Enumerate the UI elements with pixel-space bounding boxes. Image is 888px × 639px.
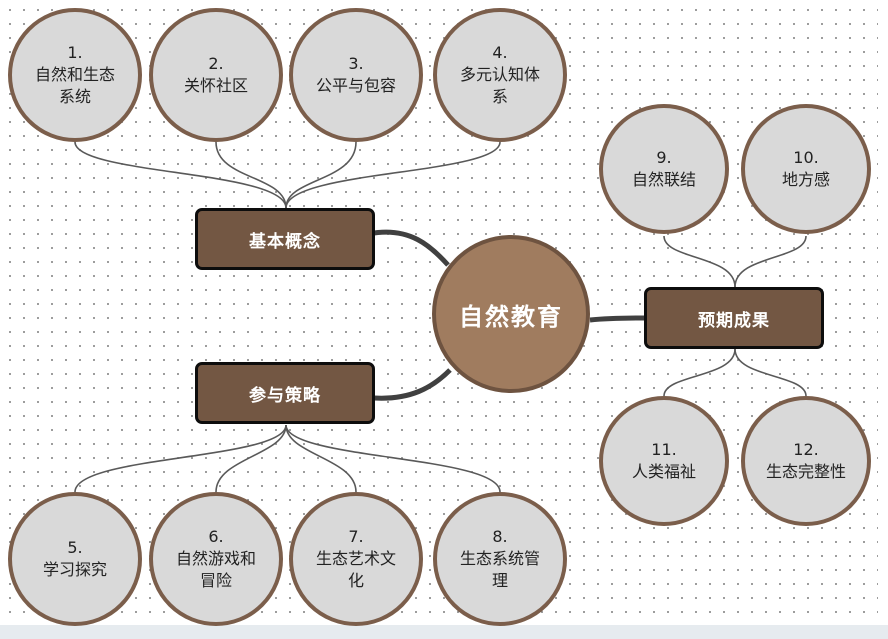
connector-outcomes-9 [663, 235, 736, 288]
topic-number: 11. [651, 440, 677, 459]
topic-circle-5[interactable]: 5. 学习探究 [8, 492, 142, 626]
topic-circle-10[interactable]: 10. 地方感 [741, 104, 871, 234]
connector-strategies-7 [285, 424, 357, 493]
topic-circle-2[interactable]: 2. 关怀社区 [149, 8, 283, 142]
topic-circle-12[interactable]: 12. 生态完整性 [741, 396, 871, 526]
topic-number: 8. [492, 527, 508, 546]
connector-strategies-5 [74, 424, 287, 493]
topic-number: 3. [348, 54, 364, 73]
connector-concepts-4 [285, 141, 501, 209]
topic-number: 4. [492, 43, 508, 62]
topic-label: 关怀社区 [183, 76, 248, 95]
connector-outcomes-10 [734, 235, 807, 288]
topic-circle-4[interactable]: 4. 多元认知体系 [433, 8, 567, 142]
topic-circle-3[interactable]: 3. 公平与包容 [289, 8, 423, 142]
central-topic[interactable]: 自然教育 [432, 235, 590, 393]
topic-label: 自然游戏和冒险 [176, 549, 257, 590]
topic-number: 6. [208, 527, 224, 546]
branch-title: 基本概念 [249, 231, 321, 252]
topic-label: 自然和生态系统 [35, 65, 116, 106]
topic-circle-7[interactable]: 7. 生态艺术文化 [289, 492, 423, 626]
topic-label: 生态系统管理 [460, 549, 541, 590]
connector-center-outcomes [589, 315, 646, 323]
connector-strategies-8 [285, 424, 501, 493]
topic-number: 12. [793, 440, 819, 459]
topic-label: 地方感 [781, 170, 830, 189]
connector-concepts-2 [215, 141, 287, 209]
topic-number: 10. [793, 148, 819, 167]
topic-circle-1[interactable]: 1. 自然和生态系统 [8, 8, 142, 142]
branch-box-outcomes[interactable]: 预期成果 [644, 287, 824, 349]
topic-label: 公平与包容 [316, 76, 397, 95]
connector-center-concepts [373, 229, 450, 267]
topic-number: 1. [67, 43, 83, 62]
topic-number: 5. [67, 538, 83, 557]
scroll-strip [0, 625, 888, 639]
topic-label: 多元认知体系 [460, 65, 541, 106]
topic-circle-8[interactable]: 8. 生态系统管理 [433, 492, 567, 626]
topic-label: 自然联结 [631, 170, 696, 189]
topic-number: 9. [656, 148, 672, 167]
connector-strategies-6 [215, 424, 287, 493]
branch-box-strategies[interactable]: 参与策略 [195, 362, 375, 424]
topic-number: 2. [208, 54, 224, 73]
connector-concepts-3 [285, 141, 357, 209]
topic-label: 人类福祉 [631, 462, 696, 481]
branch-title: 参与策略 [249, 385, 321, 406]
topic-circle-6[interactable]: 6. 自然游戏和冒险 [149, 492, 283, 626]
branch-title: 预期成果 [698, 310, 770, 331]
topic-number: 7. [348, 527, 364, 546]
topic-label: 生态艺术文化 [316, 549, 397, 590]
topic-circle-9[interactable]: 9. 自然联结 [599, 104, 729, 234]
connector-outcomes-12 [734, 348, 807, 397]
branch-box-concepts[interactable]: 基本概念 [195, 208, 375, 270]
topic-circle-11[interactable]: 11. 人类福祉 [599, 396, 729, 526]
connector-center-strategies [373, 368, 452, 401]
topic-label: 生态完整性 [766, 462, 847, 481]
topic-label: 学习探究 [42, 560, 107, 579]
connector-outcomes-11 [663, 348, 736, 397]
connector-concepts-1 [74, 141, 287, 209]
canvas-edge [878, 0, 888, 639]
central-topic-label: 自然教育 [459, 301, 563, 331]
